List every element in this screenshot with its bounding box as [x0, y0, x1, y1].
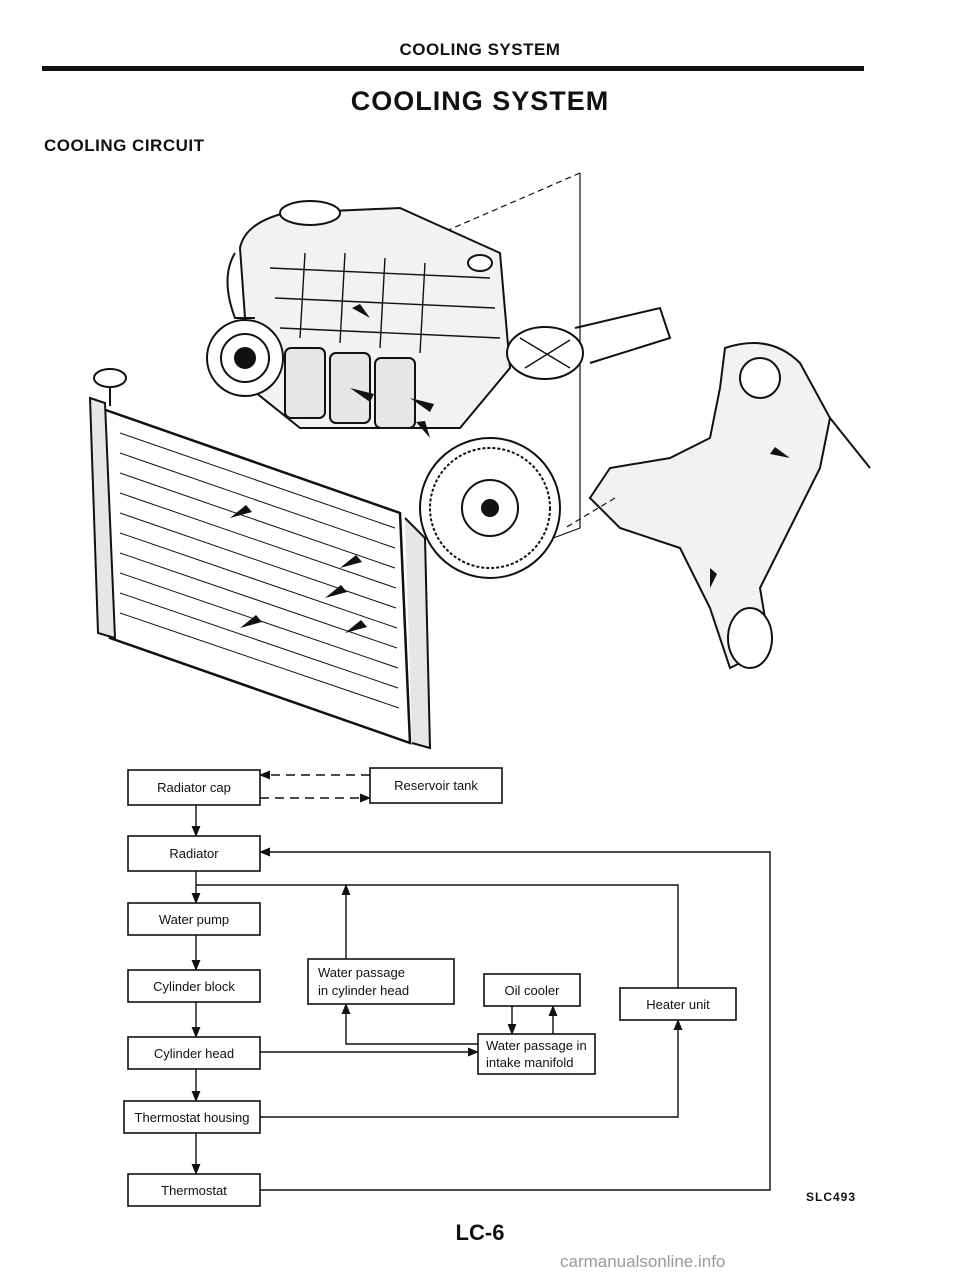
- water-passage-manifold-label-line2: intake manifold: [486, 1055, 573, 1070]
- heater-unit-label: Heater unit: [646, 997, 710, 1012]
- water-passage-head-label-line1: Water passage: [318, 965, 405, 980]
- water-pump-pulley: [206, 319, 284, 397]
- header-title: COOLING SYSTEM: [399, 40, 561, 59]
- distributor: [506, 306, 672, 380]
- thermostat-label: Thermostat: [161, 1183, 227, 1198]
- water-passage-head-label-line2: in cylinder head: [318, 983, 409, 998]
- oil-cooler-box: [483, 973, 581, 1007]
- water-passage-manifold-label-line1: Water passage in: [486, 1038, 587, 1053]
- page-number: LC-6: [455, 1220, 505, 1245]
- water-pump-label: Water pump: [159, 912, 229, 927]
- radiator-label: Radiator: [169, 846, 219, 861]
- radiator-drawing: [88, 368, 432, 750]
- flow-arrows: [230, 304, 790, 633]
- header-rule: [42, 66, 864, 71]
- engine-cooling-illustration: [88, 172, 871, 750]
- thermostat-housing-label: Thermostat housing: [135, 1110, 250, 1125]
- figure-code: SLC493: [806, 1190, 857, 1204]
- section-title: COOLING CIRCUIT: [44, 136, 205, 155]
- radiator-cap-box: [127, 769, 261, 806]
- water-passage-cylinder-head-box: [307, 958, 455, 1005]
- cylinder-block-label: Cylinder block: [153, 979, 235, 994]
- watermark: carmanualsonline.info: [560, 1252, 726, 1271]
- reservoir-tank-box: [369, 767, 503, 804]
- main-title: COOLING SYSTEM: [350, 86, 610, 116]
- intake-manifold: [564, 342, 871, 670]
- oil-cooler-label: Oil cooler: [505, 983, 561, 998]
- cylinder-head-label: Cylinder head: [154, 1046, 234, 1061]
- radiator-cap-label: Radiator cap: [157, 780, 231, 795]
- engine-block: [226, 200, 512, 429]
- reservoir-tank-label: Reservoir tank: [394, 778, 478, 793]
- flywheel: [419, 437, 561, 579]
